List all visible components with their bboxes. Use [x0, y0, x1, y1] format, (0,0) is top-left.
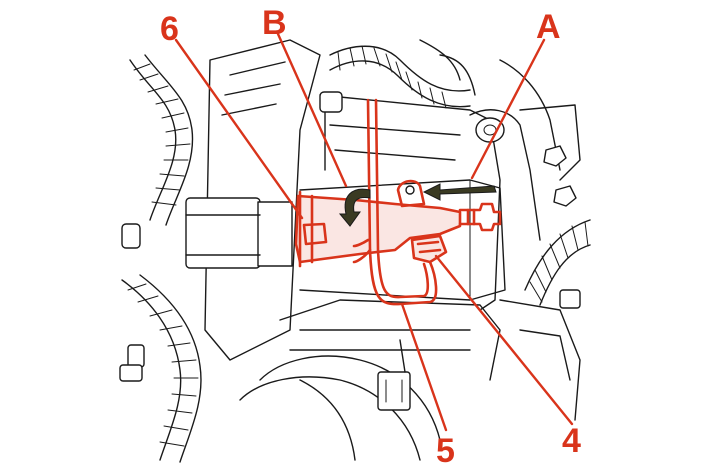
- callout-a: A: [536, 8, 561, 46]
- callout-leaders: [174, 32, 574, 432]
- arrow-a-icon: [422, 183, 497, 201]
- leader-a: [470, 38, 546, 180]
- callout-5: 5: [436, 432, 455, 470]
- leader-b: [276, 32, 348, 188]
- direction-arrows: [338, 183, 497, 227]
- callout-b: B: [262, 4, 287, 42]
- leader-4: [434, 254, 574, 426]
- leader-6: [174, 38, 304, 220]
- callout-labels: 6 B A 5 4: [160, 4, 581, 470]
- highlighted-component: [294, 98, 502, 306]
- arrow-b-icon: [338, 188, 371, 227]
- callout-4: 4: [562, 422, 581, 460]
- callout-6: 6: [160, 10, 179, 48]
- leader-5: [400, 302, 448, 432]
